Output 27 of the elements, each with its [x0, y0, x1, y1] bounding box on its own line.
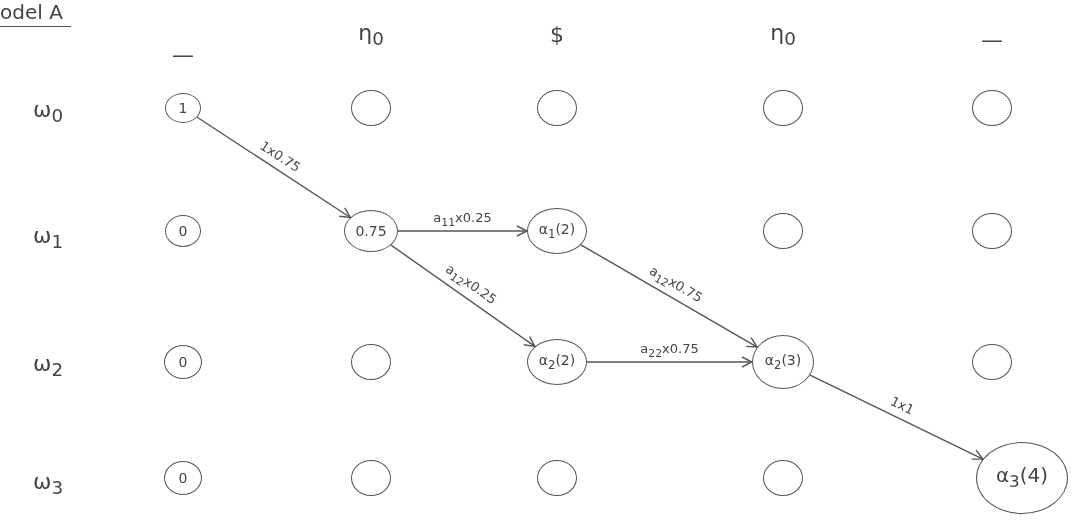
node-value: α$_{2}$(3)	[764, 352, 802, 372]
arrow	[586, 356, 753, 368]
dash-mark: —	[981, 27, 1003, 53]
row-label: ω$_{1}$	[32, 223, 64, 253]
node-value: 0.75	[355, 224, 387, 238]
node-value: 0	[178, 471, 188, 485]
node-value: 0	[178, 224, 188, 238]
node-value: α$_{3}$(4)	[995, 465, 1049, 491]
arrow	[196, 116, 352, 219]
arrow	[390, 244, 536, 348]
column-header: η$_{0}$	[358, 20, 384, 50]
row-label: ω$_{0}$	[32, 97, 64, 127]
arrow	[580, 244, 758, 348]
node-value: 1	[178, 101, 188, 115]
column-header: η$_{0}$	[770, 20, 796, 50]
edge-label: a$_{22}$x0.75	[638, 342, 701, 360]
edge-label: a$_{11}$x0.25	[431, 211, 494, 229]
row-label: ω$_{2}$	[32, 351, 64, 381]
node-value: α$_{2}$(2)	[538, 352, 576, 372]
arrow	[809, 374, 984, 460]
arrow	[397, 225, 528, 237]
row-label: ω$_{3}$	[32, 469, 64, 499]
node-value: 0	[178, 355, 188, 369]
node-value: α$_{1}$(2)	[538, 221, 576, 241]
title: odel A	[0, 0, 71, 27]
column-header: $	[550, 22, 564, 48]
dash-mark: —	[172, 42, 194, 68]
